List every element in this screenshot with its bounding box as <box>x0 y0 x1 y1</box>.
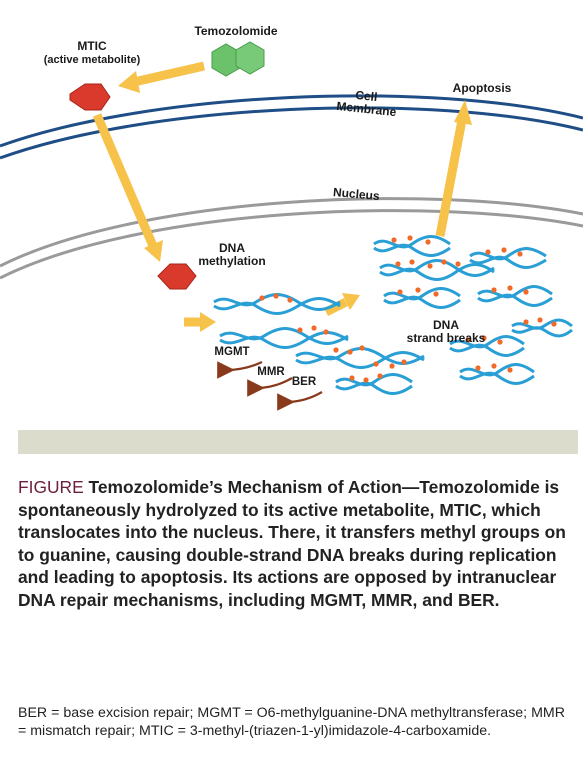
dna-helix <box>477 293 553 307</box>
bottom-band <box>18 430 578 454</box>
temozolomide-molecule-icon <box>211 41 265 77</box>
mgmt-repair-arrow <box>217 361 263 379</box>
dna-helix <box>373 235 451 249</box>
dna-helix <box>449 335 525 349</box>
mgmt-label: MGMT <box>214 346 249 358</box>
mtic-sublabel: (active metabolite) <box>44 54 141 66</box>
arrow-mtic-to-nucleus <box>92 113 163 262</box>
dna-helix <box>459 371 535 385</box>
repair-arrows <box>217 361 323 411</box>
dna-helix <box>459 363 535 377</box>
dna-helix <box>379 263 495 281</box>
dna-methylation-label: methylation <box>198 254 265 268</box>
dna-strands <box>213 235 573 395</box>
dna-helix <box>511 318 573 330</box>
temozolomide-label: Temozolomide <box>194 24 277 38</box>
mtic-molecule-icon <box>69 83 111 111</box>
ber-repair-arrow <box>277 391 323 411</box>
arrow-temozolomide-to-mtic <box>118 61 206 93</box>
strand-breaks-label: strand breaks <box>407 331 486 345</box>
dna-methylation-label: DNA <box>219 241 245 255</box>
ber-label: BER <box>292 376 317 388</box>
dna-helix <box>477 285 553 299</box>
abbreviations-footnote: BER = base excision repair; MGMT = O6-me… <box>18 705 565 739</box>
dna-helix <box>469 255 547 269</box>
arrow-dna-to-breaks <box>323 293 360 317</box>
dna-helix <box>295 351 425 369</box>
dna-helix <box>335 373 413 387</box>
dna-helix <box>449 343 525 357</box>
dna-helix <box>373 243 451 257</box>
mmr-repair-arrow <box>247 377 293 397</box>
mechanism-diagram: Temozolomide MTIC (active metabolite) Ce… <box>0 24 583 454</box>
figure-word: FIGURE <box>18 477 84 497</box>
caption-text: Temozolomide’s Mechanism of Action—Temoz… <box>18 477 566 610</box>
dna-helix <box>469 247 547 261</box>
dna-helix <box>213 297 341 315</box>
dna-helix <box>511 326 573 338</box>
pathway-arrows <box>92 61 472 332</box>
arrow-methylation-to-dna <box>184 312 216 332</box>
dna-helix <box>383 295 461 309</box>
apoptosis-label: Apoptosis <box>453 81 512 95</box>
cell-membrane <box>0 94 583 160</box>
nucleus-envelope <box>0 197 583 280</box>
cell-membrane-label: Membrane <box>336 99 397 119</box>
mtic-label: MTIC <box>77 39 107 53</box>
cell-membrane-label: Cell <box>355 88 378 104</box>
dna-helix <box>379 259 495 277</box>
methyl-groups <box>259 235 557 383</box>
nucleus-label: Nucleus <box>332 185 380 203</box>
figure-caption: FIGURE Temozolomide’s Mechanism of Actio… <box>18 476 573 612</box>
dna-helix <box>335 381 413 395</box>
arrow-to-apoptosis <box>435 100 472 237</box>
dna-helix <box>219 327 349 345</box>
mmr-label: MMR <box>257 366 285 378</box>
strand-breaks-label: DNA <box>433 318 459 332</box>
dna-methylation-icon <box>157 263 197 290</box>
dna-helix <box>383 287 461 301</box>
